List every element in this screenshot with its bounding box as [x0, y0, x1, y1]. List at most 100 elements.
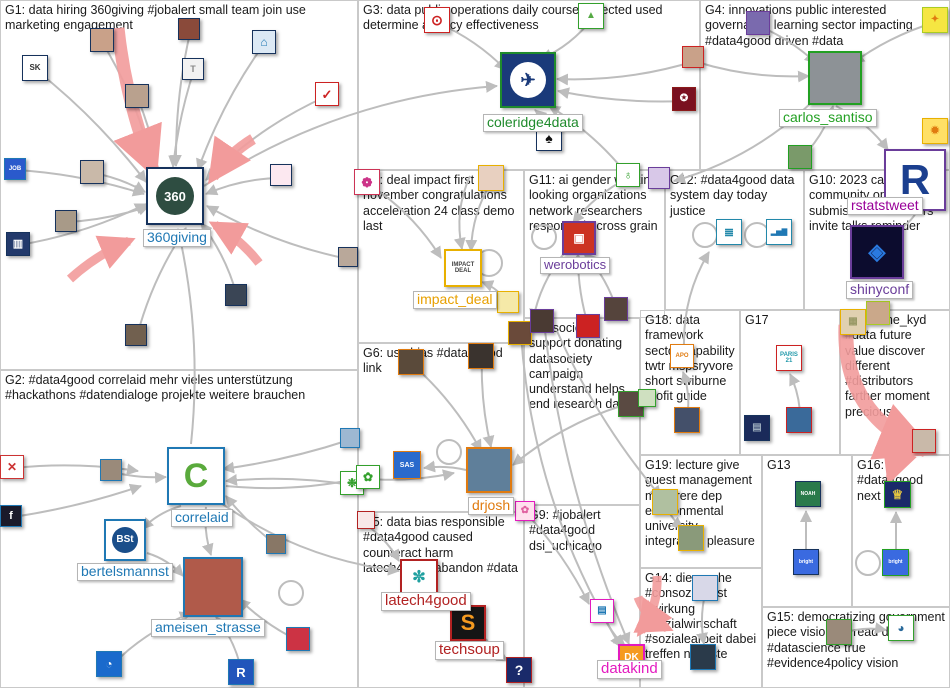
node-g11-n38[interactable]	[648, 167, 670, 189]
node-g8-n48[interactable]	[530, 309, 554, 333]
node-g1-n15[interactable]	[125, 324, 147, 346]
node-g14-n62[interactable]	[690, 644, 716, 670]
g6-n45-icon: SAS	[399, 461, 415, 469]
node-g2-n23[interactable]	[286, 627, 310, 651]
node-hub-coleridge4data[interactable]: ✈	[500, 52, 556, 108]
g11-n37-icon: ♁	[623, 168, 633, 182]
node-g17-n54[interactable]: ▤	[744, 415, 770, 441]
node-ameisen-strasse[interactable]	[183, 557, 243, 617]
node-bright-2[interactable]: bright	[882, 549, 909, 576]
node-g2-n17[interactable]: ✕	[0, 455, 24, 479]
node-g2-n18[interactable]: f	[0, 505, 22, 527]
node-g7-n34[interactable]: ❁	[354, 169, 380, 195]
g15-n67-icon: ◕	[897, 621, 905, 635]
node-g3-n25[interactable]: ⊙	[424, 7, 450, 33]
node-g19-n60[interactable]	[678, 525, 704, 551]
node-g19-n59[interactable]	[652, 489, 678, 515]
werobotics-icon: ▣	[573, 231, 585, 245]
node-g17-n55[interactable]	[786, 407, 812, 433]
node-g6-n45[interactable]: SAS	[393, 451, 421, 479]
node-paris21[interactable]: PARIS 21	[776, 345, 802, 371]
node-g20-n58[interactable]	[912, 429, 936, 453]
node-g6-n43[interactable]	[398, 349, 424, 375]
node-g5-question[interactable]: ?	[506, 657, 532, 683]
node-g4-n29[interactable]: ✦	[922, 7, 948, 33]
node-latech4good-node[interactable]: ✼	[400, 559, 438, 597]
node-g15-n67[interactable]: ◕	[888, 615, 914, 641]
node-impact-deal[interactable]: IMPACT DEAL	[444, 249, 482, 287]
node-g7-n36[interactable]	[497, 291, 519, 313]
node-g9-n63[interactable]: ✿	[515, 501, 535, 521]
group-box-G18	[640, 310, 740, 455]
node-g1-n13[interactable]	[338, 247, 358, 267]
group-box-G19	[640, 455, 762, 568]
node-shinyconf[interactable]: ◈	[850, 225, 904, 279]
node-g6-n46[interactable]: ✿	[356, 465, 380, 489]
node-g1-n14[interactable]	[225, 284, 247, 306]
node-g4-n33[interactable]: ✹	[922, 118, 948, 144]
node-g1-n12[interactable]	[55, 210, 77, 232]
node-g2-n20[interactable]	[266, 534, 286, 554]
node-g1-n11[interactable]: ▥	[6, 232, 30, 256]
group-label-G13: G13	[767, 458, 791, 472]
node-g11-n40[interactable]	[576, 314, 600, 338]
node-g2-n24[interactable]	[340, 428, 360, 448]
node-crown[interactable]: ♕	[884, 481, 911, 508]
node-g1-n06[interactable]: T	[182, 58, 204, 80]
node-g14-n61[interactable]	[692, 575, 718, 601]
node-g18-n51[interactable]	[674, 407, 700, 433]
node-g4-n28[interactable]	[746, 11, 770, 35]
node-g1-n03[interactable]: ⌂	[252, 30, 276, 54]
node-g2-n21[interactable]: ◔	[96, 651, 122, 677]
node-g7-n35[interactable]	[478, 165, 504, 191]
node-g1-n10[interactable]	[270, 164, 292, 186]
node-g1-n09[interactable]	[80, 160, 104, 184]
node-bright-1[interactable]: bright	[793, 549, 819, 575]
node-hub-correlaid[interactable]: C	[167, 447, 225, 505]
node-drjosh[interactable]	[466, 447, 512, 493]
node-g4-n31[interactable]: ✪	[672, 87, 696, 111]
node-techsoup-node[interactable]: S	[450, 605, 486, 641]
edge	[196, 43, 265, 171]
node-g5-n65[interactable]	[357, 511, 375, 529]
node-werobotics[interactable]: ▣	[562, 221, 596, 255]
g7-n34-icon: ❁	[361, 174, 373, 190]
self-loop-edge	[436, 439, 462, 465]
g4-n33-icon: ✹	[930, 124, 940, 137]
node-g1-n04[interactable]: SK	[22, 55, 48, 81]
node-g6-n44[interactable]	[468, 343, 494, 369]
node-g1-n05[interactable]	[125, 84, 149, 108]
node-g2-n22[interactable]: R	[228, 659, 254, 685]
node-label-360giving: 360giving	[143, 229, 211, 247]
node-g15-n66[interactable]	[826, 619, 852, 645]
node-g2-n16[interactable]	[100, 459, 122, 481]
node-g4-n30[interactable]	[788, 145, 812, 169]
group-label-G12: G12: #data4good data system day today ju…	[670, 173, 795, 218]
node-g3-n26[interactable]: ▲	[578, 3, 604, 29]
node-g11-n39[interactable]	[604, 297, 628, 321]
node-g11-n37[interactable]: ♁	[616, 163, 640, 187]
node-noah[interactable]: NOAH	[795, 481, 821, 507]
node-g8-n47[interactable]	[508, 321, 532, 345]
node-g4-n32[interactable]	[682, 46, 704, 68]
node-g20-n57[interactable]	[866, 301, 890, 325]
node-bertelsmannst[interactable]: BSt	[104, 519, 146, 561]
node-g12-n42[interactable]: ▂▅▇	[766, 219, 792, 245]
node-g12-n41[interactable]: ≣	[716, 219, 742, 245]
g1-n04-icon: SK	[29, 63, 41, 72]
node-g1-n08[interactable]: JOB	[4, 158, 26, 180]
hub-coleridge4data-icon: ✈	[520, 70, 536, 90]
noah-icon: NOAH	[800, 490, 816, 497]
node-hub-carlos-santiso[interactable]	[808, 51, 862, 105]
node-g9-n64[interactable]: ▤	[590, 599, 614, 623]
group-box-G7	[358, 170, 524, 343]
node-g18-n52[interactable]	[638, 389, 656, 407]
node-hub-360giving[interactable]: 360	[146, 167, 204, 225]
node-g1-n02[interactable]	[178, 18, 200, 40]
node-g20-n56[interactable]: ▦	[840, 309, 866, 335]
edge	[556, 330, 662, 498]
node-g1-n01[interactable]	[90, 28, 114, 52]
node-g1-n07[interactable]: ✓	[315, 82, 339, 106]
edge	[169, 32, 191, 167]
node-g18-n50[interactable]: APO	[670, 344, 694, 368]
